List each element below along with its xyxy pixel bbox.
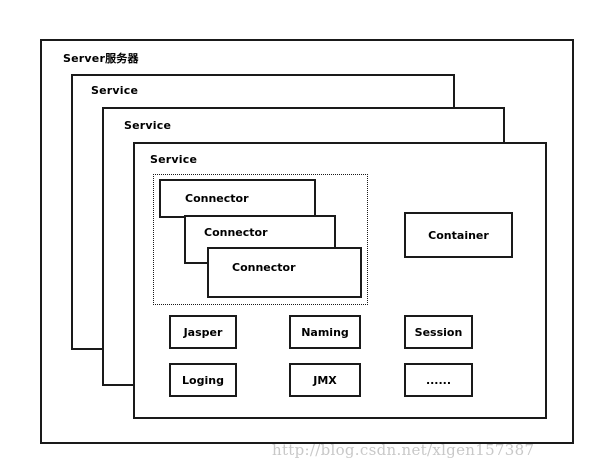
module-box-session: Session bbox=[404, 315, 473, 349]
service-label-2: Service bbox=[124, 119, 172, 132]
connector-box-1: Connector bbox=[159, 179, 316, 218]
module-label-more: ...... bbox=[425, 373, 452, 387]
server-label: Server服务器 bbox=[63, 52, 139, 65]
module-box-more: ...... bbox=[404, 363, 473, 397]
connector-label-3: Connector bbox=[232, 261, 296, 274]
module-box-jmx: JMX bbox=[289, 363, 361, 397]
container-box: Container bbox=[404, 212, 513, 258]
service-label-3: Service bbox=[150, 153, 198, 166]
module-label-session: Session bbox=[414, 325, 463, 339]
module-label-loging: Loging bbox=[182, 373, 224, 387]
module-box-naming: Naming bbox=[289, 315, 361, 349]
module-box-loging: Loging bbox=[169, 363, 237, 397]
container-label: Container bbox=[428, 228, 489, 242]
module-label-jasper: Jasper bbox=[183, 325, 223, 339]
connector-box-3: Connector bbox=[207, 247, 362, 298]
connector-group bbox=[153, 174, 368, 305]
module-label-jmx: JMX bbox=[313, 373, 337, 387]
watermark: http://blog.csdn.net/xlgen157387 bbox=[272, 441, 535, 459]
service-label-1: Service bbox=[91, 84, 139, 97]
connector-label-2: Connector bbox=[204, 226, 268, 239]
module-label-naming: Naming bbox=[301, 325, 349, 339]
connector-label-1: Connector bbox=[185, 192, 249, 205]
module-box-jasper: Jasper bbox=[169, 315, 237, 349]
